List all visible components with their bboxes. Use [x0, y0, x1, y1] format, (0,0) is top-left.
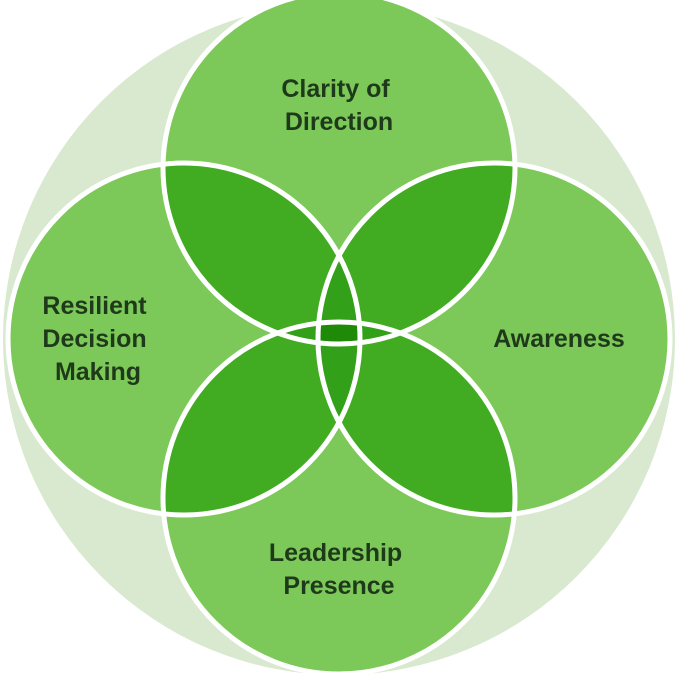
circle-outlines	[5, 0, 673, 677]
label-resilient-decision-making: Resilient Decision Making	[42, 292, 153, 386]
label-left-line-1: Resilient	[42, 292, 147, 320]
label-right-line-1: Awareness	[493, 325, 625, 353]
outline-right	[315, 160, 673, 518]
label-clarity-of-direction: Clarity of Direction	[281, 75, 396, 136]
outline-top	[160, 0, 518, 347]
label-bottom-line-1: Leadership	[269, 539, 402, 567]
label-left-line-3: Making	[55, 358, 141, 386]
label-bottom-line-2: Presence	[283, 572, 394, 600]
label-top-line-1: Clarity of	[281, 75, 390, 103]
outline-left	[5, 160, 363, 518]
label-left-line-2: Decision	[42, 325, 146, 353]
label-awareness: Awareness	[493, 325, 625, 353]
label-leadership-presence: Leadership Presence	[269, 539, 409, 600]
label-top-line-2: Direction	[285, 108, 393, 136]
outline-bottom	[160, 319, 518, 677]
